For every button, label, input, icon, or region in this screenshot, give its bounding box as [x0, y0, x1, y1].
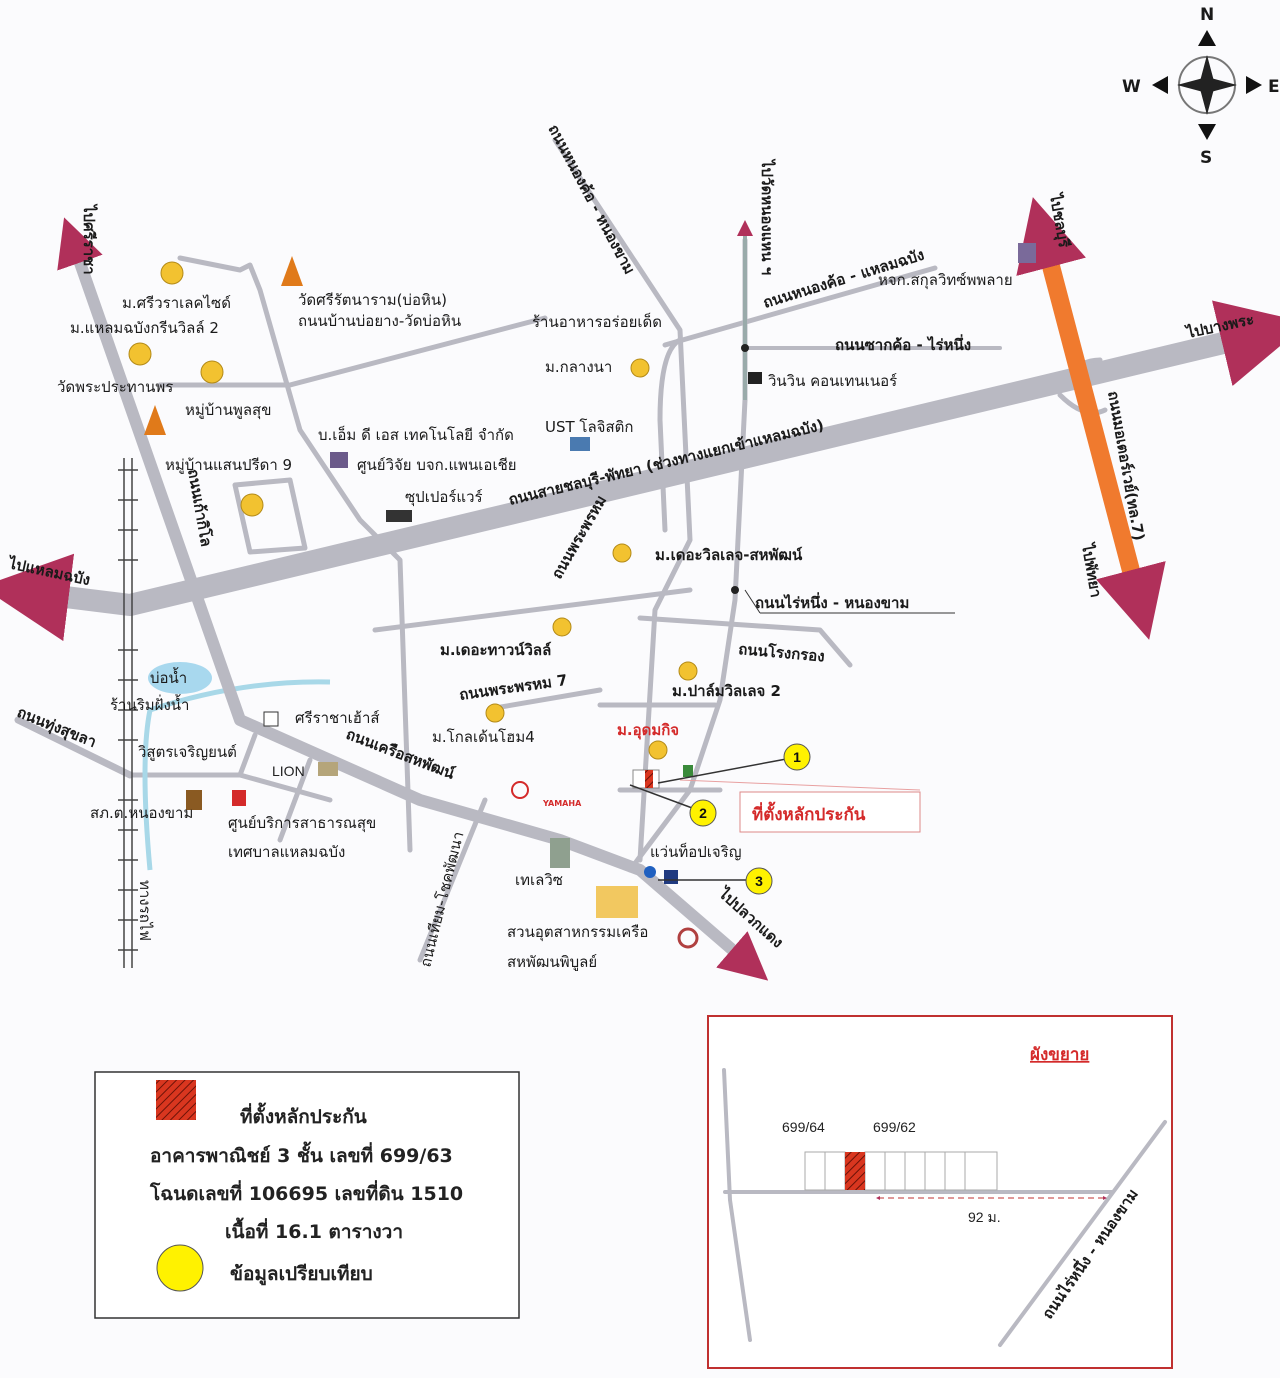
legend: ที่ตั้งหลักประกัน อาคารพาณิชย์ 3 ชั้น เล…: [94, 1071, 520, 1319]
place-wan-top: แว่นท็อปเจริญ: [650, 842, 742, 861]
inset-title: ผังขยาย: [1030, 1045, 1089, 1065]
place-panasia: ศูนย์วิจัย บจก.แพนเอเชีย: [357, 456, 517, 474]
road-rong-krong: ถนนโรงกรอง: [738, 639, 826, 665]
place-palm-village: ม.ปาล์มวิลเลจ 2: [672, 682, 781, 700]
truck-icon: [570, 437, 590, 451]
legend-collateral: ที่ตั้งหลักประกัน: [240, 1102, 367, 1128]
legend-deed: โฉนดเลขที่ 106695 เลขที่ดิน 1510: [149, 1180, 463, 1205]
place-udomkit: ม.อุดมกิจ: [617, 721, 679, 740]
container-icon: [748, 372, 762, 384]
hospital-icon: [232, 790, 246, 806]
place-sriracha-house: ศรีราชาเฮ้าส์: [295, 709, 380, 727]
televiz-building-icon: [550, 838, 570, 868]
place-health-center: ศูนย์บริการสาธารณสุข: [228, 814, 376, 833]
place-klangna: ม.กลางนา: [545, 358, 612, 376]
place-aroi-ded: ร้านอาหารอร่อยเด็ด: [532, 312, 662, 331]
compass-north: N: [1200, 5, 1214, 25]
collateral-callout-box: [739, 791, 921, 833]
chonburi-pattaya-highway: [0, 300, 1280, 642]
comparison-marker-1: 1: [783, 743, 811, 771]
road-rainueng-nongkham: ถนนไร่หนึ่ง - หนองขาม: [755, 592, 909, 612]
yamaha-logo: YAMAHA: [542, 799, 582, 808]
place-televiz: เทเลวิซ: [515, 871, 563, 889]
thung-sukhla-road: [14, 716, 134, 779]
legend-area: เนื้อที่ 16.1 ตารางวา: [225, 1217, 403, 1243]
inset-collateral-unit: [845, 1152, 865, 1190]
comparison-marker-3: 3: [745, 867, 773, 895]
place-sriwara-lakeside: ม.ศรีวราเลคไซด์: [122, 294, 231, 312]
legend-building: อาคารพาณิชย์ 3 ชั้น เลขที่ 699/63: [150, 1141, 453, 1167]
direction-wat-nong-khae: ไปวัดหนองแหน ฯ: [758, 158, 777, 275]
place-wisut: วิสูตรเจริญยนต์: [137, 743, 236, 761]
direction-pattaya: ไปพัทยา: [1078, 540, 1106, 599]
inset-distance: 92 ม.: [968, 1209, 1001, 1225]
place-winwin: วินวิน คอนเทนเนอร์: [767, 372, 897, 390]
place-industrial-park-2: สหพัฒนพิบูลย์: [507, 953, 597, 971]
industrial-park-icon: [596, 886, 638, 918]
place-mds-tech: บ.เอ็ม ดี เอส เทคโนโลยี จำกัด: [318, 425, 514, 444]
place-industrial-park-1: สวนอุตสาหกรรมเครือ: [507, 923, 648, 942]
railway-label: ทางรถไฟ: [136, 880, 154, 941]
superware-icon: [386, 510, 412, 522]
place-golden-home: ม.โกลเด้นโฮม4: [432, 728, 535, 746]
legend-collateral-swatch: [156, 1080, 196, 1120]
place-sakul-supply: หจก.สกุลวิทซ์พพลาย: [878, 271, 1013, 290]
railway: [118, 458, 138, 968]
place-pond: บ่อน้ำ: [150, 667, 187, 687]
collateral-callout-label: ที่ตั้งหลักประกัน: [752, 801, 866, 825]
emblem-icon: [677, 927, 699, 949]
comparison-marker-2: 2: [689, 799, 717, 827]
compass-south: S: [1200, 148, 1212, 168]
place-village-sahapat: ม.เดอะวิลเลจ-สหพัฒน์: [655, 546, 803, 564]
hotel-icon: [263, 711, 279, 727]
direction-sriracha: ไปศรีราชา: [80, 203, 99, 275]
motorway: [1016, 197, 1166, 640]
lion-building-icon: [318, 762, 338, 776]
place-laemchabang-greenville: ม.แหลมฉบังกรีนวิลล์ 2: [70, 319, 219, 337]
place-saenpreeda: หมู่บ้านแสนปรีดา 9: [165, 456, 292, 474]
legend-comparison-swatch: [156, 1244, 204, 1292]
compass-west: W: [1122, 77, 1141, 97]
place-poonsuk: หมู่บ้านพูลสุข: [185, 401, 271, 420]
shop-icon: [664, 870, 678, 884]
seven-eleven-icon: [683, 765, 693, 777]
optical-icon: [644, 866, 656, 878]
place-wat-sri-rattanaram: วัดศรีรัตนาราม(บ่อหิน): [298, 291, 447, 309]
place-superware: ซุปเปอร์แวร์: [405, 488, 483, 507]
police-icon: [186, 790, 202, 810]
place-police: สภ.ต.หนองขาม: [90, 804, 193, 822]
supply-icon: [1018, 243, 1036, 263]
place-townville: ม.เดอะทาวน์วิลล์: [440, 641, 551, 659]
inset-unit-699-62: 699/62: [873, 1119, 916, 1135]
svg-text:2: 2: [699, 805, 707, 821]
road-boyang-wat-bohin: ถนนบ้านบ่อยาง-วัดบ่อหิน: [298, 312, 461, 330]
road-sakkho-rainueng: ถนนซากค้อ - ไร่หนึ่ง: [835, 334, 971, 354]
compass-east: E: [1268, 77, 1280, 97]
temple-icon: [144, 256, 303, 435]
place-riverside: ร้านริมฝั่งน้ำ: [110, 694, 189, 714]
inset-unit-699-64: 699/64: [782, 1119, 825, 1135]
factory-icon: [330, 452, 348, 468]
road-nongkho-nongkham: ถนนหนองค้อ - หนองขาม: [544, 121, 638, 277]
place-ust: UST โลจิสติก: [545, 418, 633, 436]
place-health-municipality: เทศบาลแหลมฉบัง: [228, 843, 345, 861]
legend-comparison: ข้อมูลเปรียบเทียบ: [230, 1263, 373, 1286]
svg-text:3: 3: [755, 873, 763, 889]
place-lion: LION: [272, 763, 305, 779]
kbank-icon: [511, 781, 529, 799]
inset-map: ผังขยาย 699/64 699/62 92 ม. ถนนไร่หนึ่ง …: [707, 1015, 1173, 1369]
road-thiam-chokpattana: ถนนเทียม-โชคพัฒนา: [416, 830, 467, 969]
house-icon: [128, 261, 698, 760]
svg-text:1: 1: [793, 749, 801, 765]
compass-rose: N S W E: [1122, 5, 1280, 168]
road-kao-kilo: ถนนเก้ากิโล: [184, 467, 216, 548]
place-wat-phra-prathanporn: วัดพระประทานพร: [57, 378, 173, 396]
